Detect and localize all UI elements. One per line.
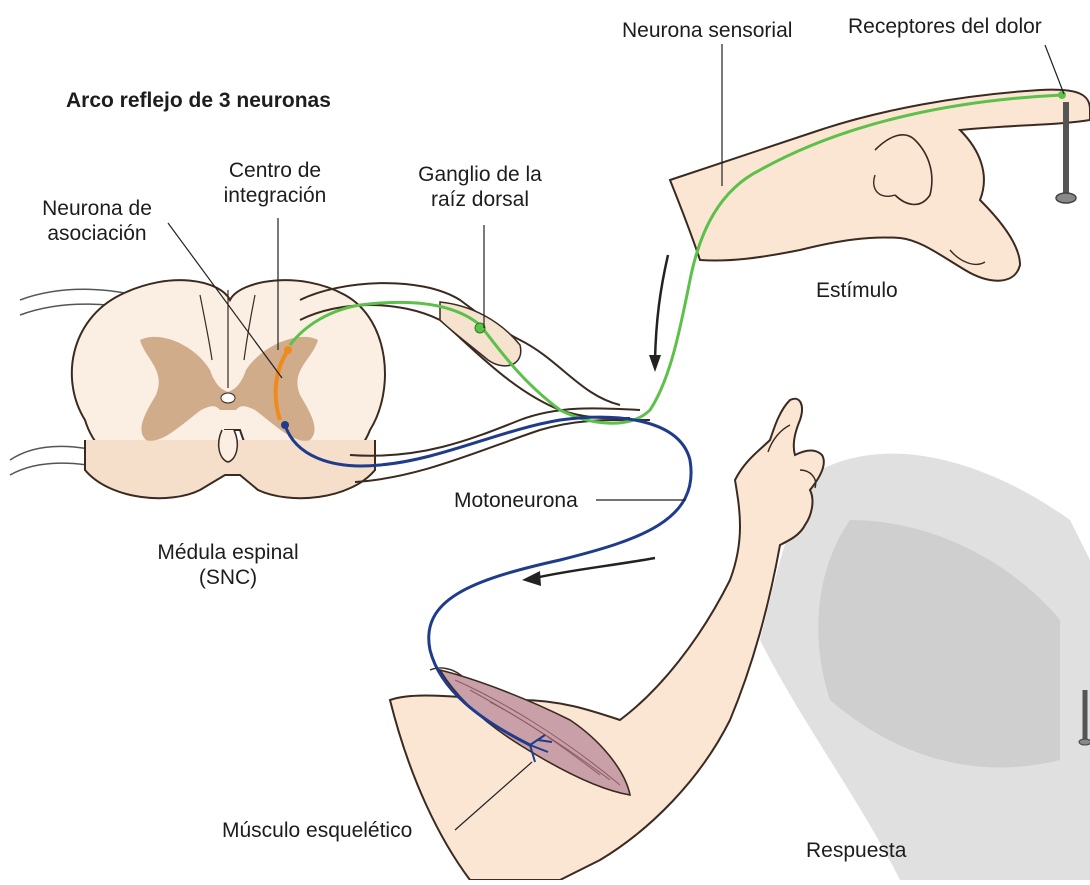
label-neurona-asociacion-line1: Neurona de — [22, 196, 172, 221]
label-neurona-sensorial: Neurona sensorial — [622, 18, 792, 43]
label-neurona-asociacion-line2: asociación — [22, 221, 172, 246]
label-medula-espinal: Médula espinal (SNC) — [128, 540, 328, 590]
label-motoneurona: Motoneurona — [454, 488, 578, 513]
label-centro-integracion-line2: integración — [215, 183, 335, 208]
direction-arrow-left — [522, 558, 655, 586]
label-neurona-asociacion: Neurona de asociación — [22, 196, 172, 246]
label-medula-line1: Médula espinal — [128, 540, 328, 565]
label-respuesta: Respuesta — [806, 838, 906, 863]
direction-arrow-down — [649, 255, 668, 372]
raised-arm — [390, 399, 824, 880]
label-medula-line2: (SNC) — [128, 565, 328, 590]
label-centro-integracion-line1: Centro de — [215, 158, 335, 183]
label-estimulo: Estímulo — [816, 278, 898, 303]
label-ganglio-line1: Ganglio de la — [400, 162, 560, 187]
label-receptores-dolor: Receptores del dolor — [848, 14, 1042, 39]
label-ganglio-raiz-dorsal: Ganglio de la raíz dorsal — [400, 162, 560, 212]
hand — [670, 90, 1090, 281]
label-centro-integracion: Centro de integración — [215, 158, 335, 208]
ventral-root — [350, 408, 650, 482]
label-musculo-esqueletico: Músculo esquelético — [222, 818, 412, 843]
label-ganglio-line2: raíz dorsal — [400, 187, 560, 212]
pain-receptor-dot — [1058, 91, 1066, 99]
diagram-title: Arco reflejo de 3 neuronas — [66, 88, 331, 113]
